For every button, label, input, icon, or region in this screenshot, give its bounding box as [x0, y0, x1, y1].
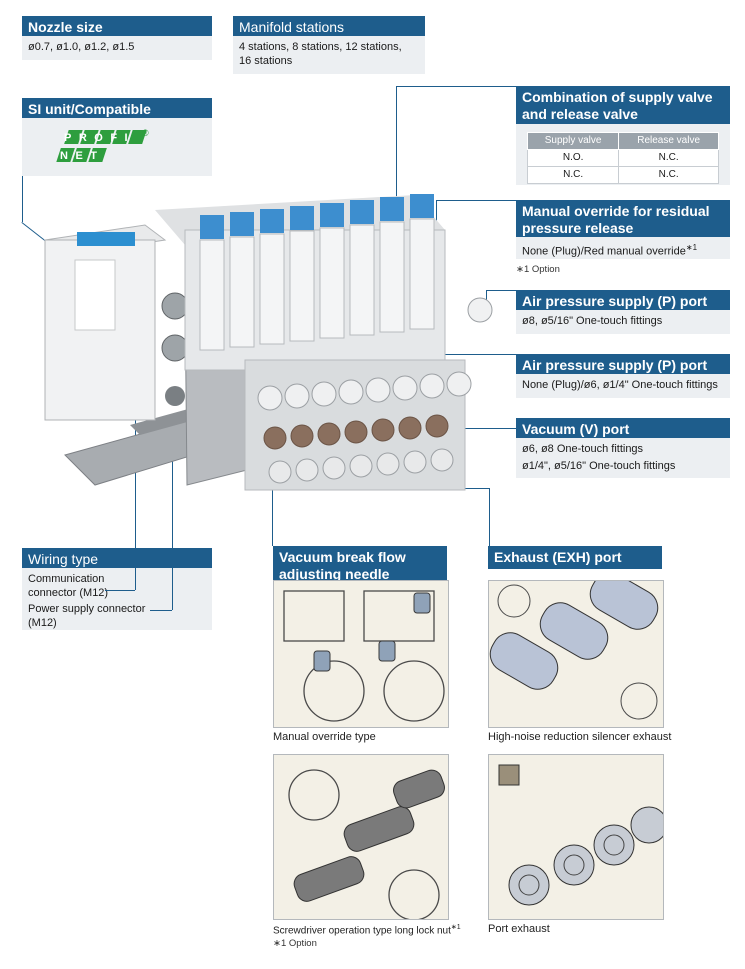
vacuum-port-values: ø6, ø8 One-touch fittings ø1/4", ø5/16" … [516, 438, 730, 478]
long-lock-nut-detail-image [273, 754, 449, 920]
wiring-type-box: Communication connector (M12) Power supp… [22, 568, 212, 630]
profinet-bottom-row [56, 148, 107, 162]
vacuum-fittings [257, 371, 472, 411]
vacuum-break-title-1: Vacuum break flow [279, 549, 406, 565]
manual-override-footnote: ∗1 Option [516, 264, 560, 275]
power-connector-1: Power supply connector [28, 603, 146, 615]
manual-override-header: Manual override for residual pressure re… [516, 200, 730, 240]
leader-line [489, 488, 490, 546]
profinet-logo: PROFI NET ® [56, 128, 149, 162]
manifold-stations-values: 4 stations, 8 stations, 12 stations, 16 … [233, 36, 425, 74]
leader-line [105, 590, 135, 591]
table-header-release: Release valve [618, 132, 719, 150]
profinet-top-row [64, 130, 147, 144]
comm-connector-icon [161, 292, 189, 320]
table-row: N.C.N.C. [526, 166, 719, 184]
profinet-top-text: PROFI [64, 132, 135, 144]
leader-line [396, 86, 397, 228]
wiring-type-header: Wiring type [22, 548, 212, 571]
leader-line [396, 86, 516, 87]
manifold-stations-header: Manifold stations [233, 16, 425, 39]
manual-override-title-2: pressure release [522, 220, 634, 236]
si-unit-box: PROFI NET ® [22, 118, 212, 176]
long-lock-nut-caption-text: Screwdriver operation type long lock nut [273, 925, 451, 937]
comm-connector-1: Communication [28, 573, 105, 585]
leader-line [432, 428, 516, 429]
combination-title-1: Combination of supply valve [522, 89, 713, 105]
manual-override-detail-image [273, 580, 449, 728]
manifold-illustration [43, 194, 493, 491]
vacuum-line-2: ø1/4", ø5/16" One-touch fittings [522, 460, 676, 472]
valve-stack [199, 194, 435, 351]
nozzle-size-values: ø0.7, ø1.0, ø1.2, ø1.5 [22, 36, 212, 60]
long-lock-nut-caption: Screwdriver operation type long lock nut… [273, 923, 461, 936]
vacuum-break-header: Vacuum break flow adjusting needle [273, 546, 447, 586]
table-row: N.O.N.C. [526, 149, 719, 167]
table-header-supply: Supply valve [526, 132, 620, 150]
port-exhaust-detail-image [488, 754, 664, 920]
nozzle-size-header: Nozzle size [22, 16, 212, 39]
air-supply-p-values: ø8, ø5/16" One-touch fittings [516, 310, 730, 334]
profinet-bottom-text: NET [60, 150, 105, 162]
leader-line [436, 200, 516, 201]
power-connector-icon [161, 334, 189, 362]
table-cell: N.C. [618, 166, 719, 184]
exhaust-port-header: Exhaust (EXH) port [488, 546, 662, 569]
silencer-exhaust-detail-image [488, 580, 664, 728]
manifold-line-1: 4 stations, 8 stations, 12 stations, [239, 41, 402, 53]
power-connector-2: (M12) [28, 617, 57, 629]
table-cell: N.C. [526, 166, 620, 184]
leader-line [412, 354, 516, 355]
exhaust-ports [263, 414, 449, 450]
manual-override-title-1: Manual override for residual [522, 203, 710, 219]
leader-line [22, 176, 23, 222]
leader-line [172, 420, 173, 610]
lower-fittings [268, 448, 454, 484]
manual-override-values: None (Plug)/Red manual override∗1 [516, 237, 730, 259]
footnote-mark: ∗1 [685, 243, 698, 252]
si-unit-display [77, 232, 135, 246]
manual-override-text: None (Plug)/Red manual override [522, 245, 686, 258]
leader-line [150, 610, 172, 611]
table-cell: N.C. [618, 149, 719, 167]
vacuum-port-header: Vacuum (V) port [516, 418, 730, 441]
port-exhaust-caption: Port exhaust [488, 923, 550, 935]
leader-line [486, 290, 516, 291]
air-supply-p2-values: None (Plug)/ø6, ø1/4" One-touch fittings [516, 374, 730, 398]
comm-connector-2: connector (M12) [28, 587, 109, 599]
combination-title-2: and release valve [522, 106, 638, 122]
table-cell: N.O. [526, 149, 620, 167]
silencer-exhaust-caption: High-noise reduction silencer exhaust [488, 731, 672, 743]
connector-icon [165, 386, 185, 406]
supply-fitting-icon [467, 297, 493, 323]
si-unit-label [74, 259, 116, 331]
manifold-line-2: 16 stations [239, 55, 293, 67]
footnote-mark: ∗1 [450, 924, 461, 931]
manual-override-caption: Manual override type [273, 731, 376, 743]
air-supply-p2-header: Air pressure supply (P) port [516, 354, 730, 377]
registered-mark: ® [142, 128, 149, 138]
air-supply-p-header: Air pressure supply (P) port [516, 290, 730, 313]
vacuum-line-1: ø6, ø8 One-touch fittings [522, 443, 644, 455]
combination-header: Combination of supply valve and release … [516, 86, 730, 126]
vacuum-break-title-2: adjusting needle [279, 566, 390, 582]
vacuum-break-footnote: ∗1 Option [273, 938, 317, 949]
